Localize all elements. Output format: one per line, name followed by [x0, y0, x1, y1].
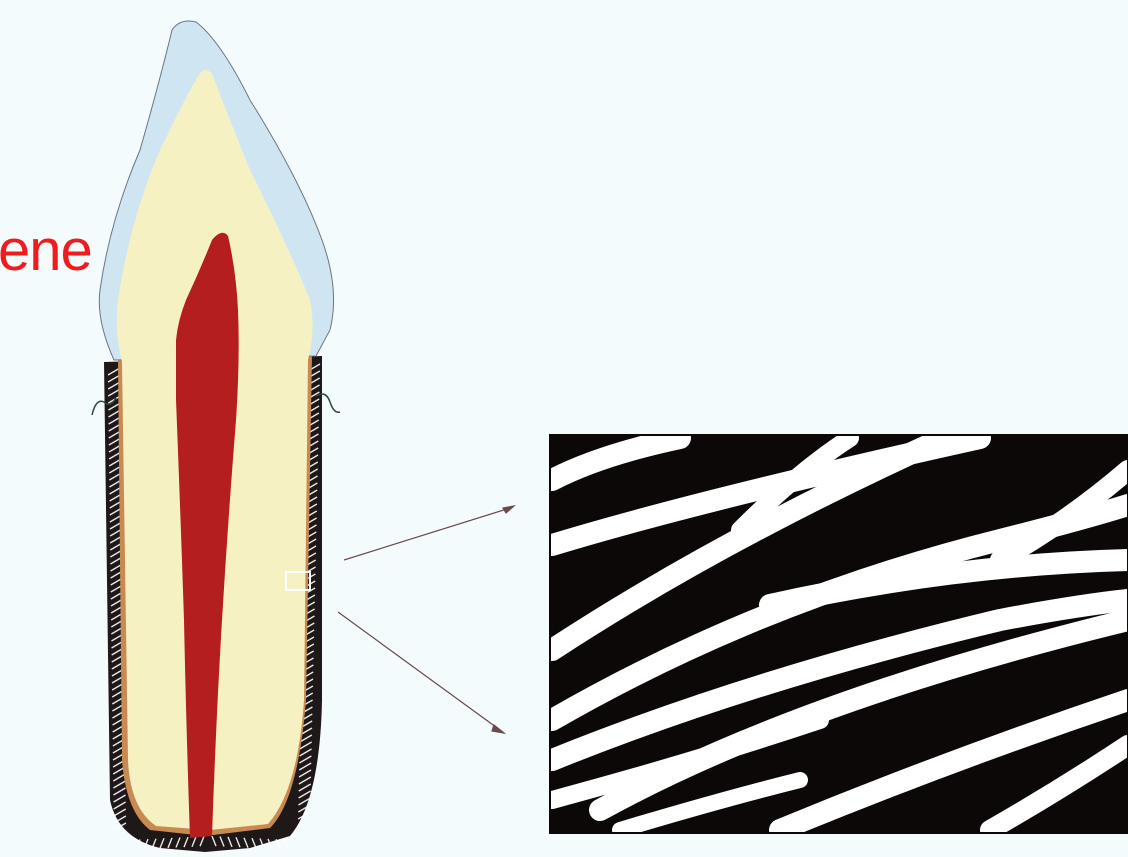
ligament-fiber — [136, 840, 140, 850]
ligament-fiber — [284, 840, 288, 850]
ligament-fiber — [276, 839, 280, 849]
magnified-fiber-inset — [550, 435, 1128, 833]
partial-label: ene — [0, 222, 92, 280]
pointer-arrows — [338, 506, 514, 733]
